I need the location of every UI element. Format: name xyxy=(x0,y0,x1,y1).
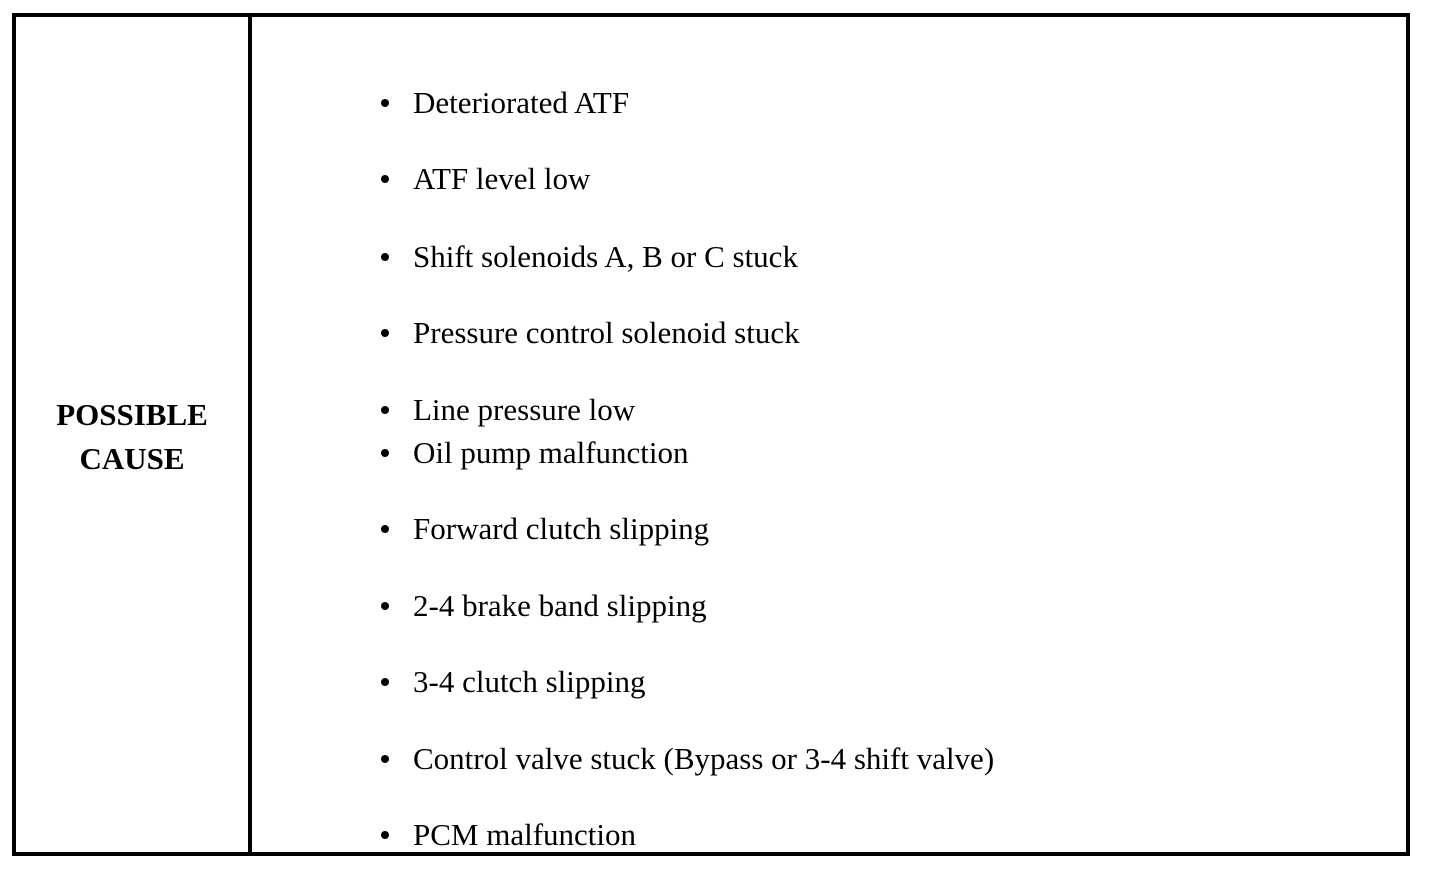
cause-text: 2-4 brake band slipping xyxy=(413,588,707,623)
cause-text: Line pressure low xyxy=(413,392,636,427)
cause-item: 3-4 clutch slipping xyxy=(381,662,645,702)
cause-item: Control valve stuck (Bypass or 3-4 shift… xyxy=(381,739,994,779)
cause-text: Control valve stuck (Bypass or 3-4 shift… xyxy=(413,741,995,776)
cause-text: Shift solenoids A, B or C stuck xyxy=(413,239,798,274)
bullet-icon xyxy=(381,99,389,107)
cause-text: PCM malfunction xyxy=(413,817,637,852)
possible-cause-label: POSSIBLE CAUSE xyxy=(16,393,248,481)
bullet-icon xyxy=(381,175,389,183)
cause-item: Oil pump malfunction xyxy=(381,433,689,473)
cause-text: ATF level low xyxy=(413,161,591,196)
cause-item: Pressure control solenoid stuck xyxy=(381,313,800,353)
cause-item: Shift solenoids A, B or C stuck xyxy=(381,237,798,277)
bullet-icon xyxy=(381,525,389,533)
column-divider xyxy=(248,17,252,852)
bullet-icon xyxy=(381,755,389,763)
cause-text: Oil pump malfunction xyxy=(413,435,689,470)
cause-item: Forward clutch slipping xyxy=(381,509,709,549)
bullet-icon xyxy=(381,406,389,414)
cause-text: 3-4 clutch slipping xyxy=(413,664,646,699)
bullet-icon xyxy=(381,253,389,261)
cause-item: Line pressure low xyxy=(381,390,635,430)
cause-item: ATF level low xyxy=(381,159,590,199)
bullet-icon xyxy=(381,602,389,610)
bullet-icon xyxy=(381,831,389,839)
cause-item: Deteriorated ATF xyxy=(381,83,629,123)
label-cell: POSSIBLE CAUSE xyxy=(16,17,248,852)
bullet-icon xyxy=(381,449,389,457)
cause-text: Pressure control solenoid stuck xyxy=(413,315,800,350)
bullet-icon xyxy=(381,678,389,686)
cause-item: PCM malfunction xyxy=(381,815,636,855)
bullet-icon xyxy=(381,329,389,337)
label-line-1: POSSIBLE xyxy=(56,397,208,432)
cause-text: Deteriorated ATF xyxy=(413,85,630,120)
cause-text: Forward clutch slipping xyxy=(413,511,710,546)
cause-item: 2-4 brake band slipping xyxy=(381,586,707,626)
label-line-2: CAUSE xyxy=(79,441,185,476)
possible-cause-table: POSSIBLE CAUSE Deteriorated ATF ATF leve… xyxy=(12,13,1410,856)
